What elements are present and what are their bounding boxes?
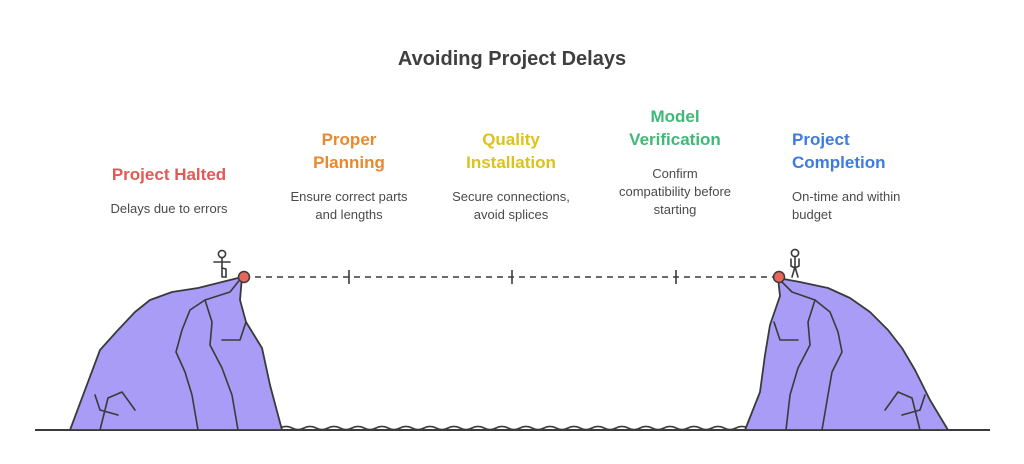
water-wave xyxy=(279,425,749,431)
step-quality-installation: Quality Installation Secure connections,… xyxy=(426,128,596,224)
step-heading: Project Completion xyxy=(792,130,886,172)
left-cliff xyxy=(69,276,283,431)
step-heading: Model Verification xyxy=(629,107,721,149)
step-heading: Project Halted xyxy=(111,165,227,184)
halted-person-icon xyxy=(213,249,231,278)
end-node xyxy=(772,270,786,284)
completed-person-icon xyxy=(790,248,800,278)
step-description: Delays due to errors xyxy=(110,201,228,216)
step-heading: Quality Installation xyxy=(466,130,556,172)
step-description: On-time and within budget xyxy=(792,189,901,222)
step-proper-planning: Proper Planning Ensure correct parts and… xyxy=(264,128,434,224)
step-description: Secure connections, avoid splices xyxy=(452,189,570,222)
step-model-verification: Model Verification Confirm compatibility… xyxy=(590,105,760,219)
step-project-halted: Project Halted Delays due to errors xyxy=(84,163,254,218)
right-cliff xyxy=(744,277,949,431)
diagram-title: Avoiding Project Delays xyxy=(397,48,627,70)
step-description: Confirm compatibility before starting xyxy=(619,166,731,217)
step-description: Ensure correct parts and lengths xyxy=(290,189,408,222)
start-node xyxy=(237,270,251,284)
step-heading: Proper Planning xyxy=(313,130,385,172)
step-project-completion: Project Completion On-time and within bu… xyxy=(764,128,934,224)
